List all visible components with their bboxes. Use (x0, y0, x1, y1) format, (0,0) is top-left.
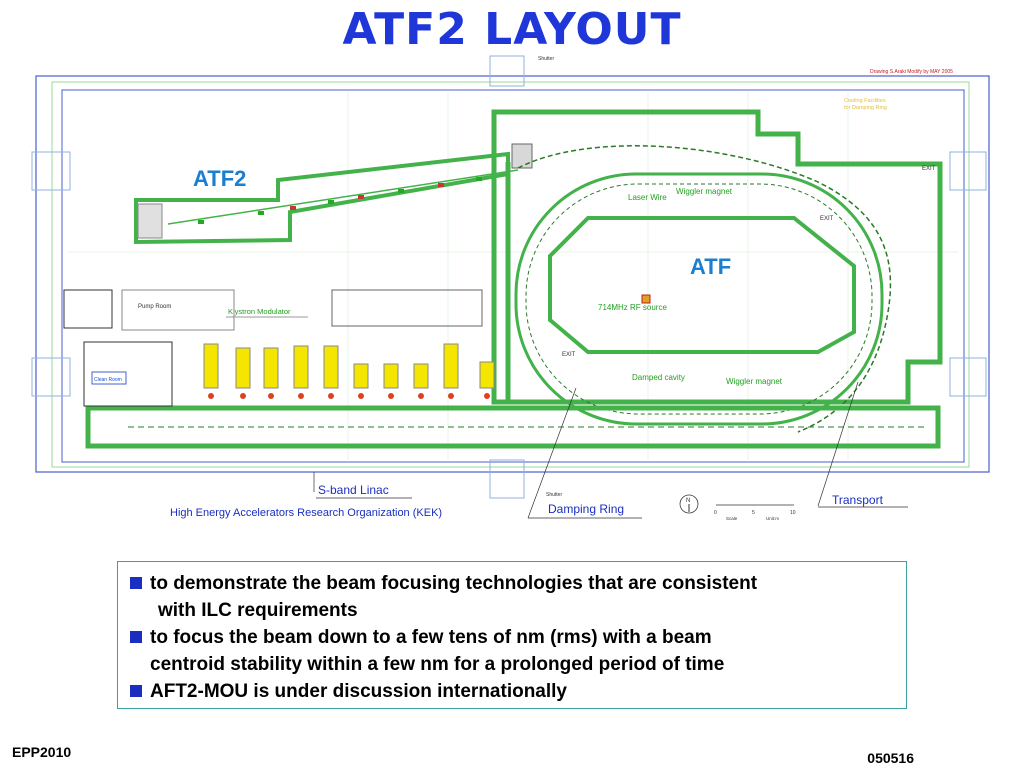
klystron-tubes (208, 393, 490, 399)
objective-bullet-2: to focus the beam down to a few tens of … (130, 624, 896, 678)
damping-ring-callout-leader (527, 387, 577, 519)
cooling-facilities-label: Cooling Facilities (844, 98, 886, 104)
site-boundary (51, 81, 970, 468)
building-outline-inner (61, 89, 965, 463)
drawing-credit: Drawing S.Araki Modify by MAY 2005 (870, 69, 953, 75)
damping-ring-outer (514, 172, 884, 426)
side-box-left-bottom (31, 357, 71, 397)
scale-tick-0: 0 (714, 510, 717, 516)
objective-2-line-2: centroid stability within a few nm for a… (150, 654, 725, 675)
rf-source-label: 714MHz RF source (598, 303, 667, 312)
atf-building-wall (491, 109, 943, 405)
damping-ring-inner-track (525, 183, 873, 415)
objective-2-line-1: to focus the beam down to a few tens of … (150, 627, 712, 648)
objective-1-line-2: with ILC requirements (158, 600, 358, 621)
klystron-modulators (203, 343, 495, 389)
atf2-beamline-magnets (198, 177, 482, 224)
page-title: ATF2 LAYOUT (342, 4, 682, 55)
shutter-box-top (489, 55, 525, 87)
bullet-square-icon (130, 685, 142, 697)
wiggler-magnet-top-label: Wiggler magnet (676, 187, 733, 196)
shutter-box-bottom (489, 459, 525, 499)
bullet-square-icon (130, 577, 142, 589)
pump-room-label: Pump Room (138, 304, 171, 310)
wiggler-magnet-bottom-label: Wiggler magnet (726, 377, 783, 386)
shutter-label-top: Shutter (538, 56, 554, 62)
atf2-layout-drawing: Shutter Shutter Drawing S.Araki Modify b… (31, 55, 990, 521)
atf-label: ATF (690, 254, 731, 279)
north-arrow (679, 494, 699, 514)
atf-corner-block (511, 143, 533, 169)
atf-inner-hall (548, 216, 856, 354)
atf2-label: ATF2 (193, 166, 246, 191)
scale-tick-5: 5 (752, 510, 755, 516)
shutter-label-bottom: Shutter (546, 492, 562, 498)
objective-3-line-1: AFT2-MOU is under discussion internation… (150, 681, 567, 702)
clean-room-area (83, 341, 173, 407)
footer-right-label: 050516 (867, 750, 914, 766)
clean-room-label: Clean Room (94, 377, 122, 383)
atf2-tunnel (134, 151, 510, 245)
pump-room-area (121, 289, 235, 331)
scale-word: Scale (726, 516, 738, 521)
side-box-right-top (949, 151, 987, 191)
service-room-center (331, 289, 483, 327)
transport-label: Transport (832, 493, 884, 507)
exit-label-2: EXIT (820, 216, 834, 222)
scale-tick-10: 10 (790, 510, 796, 516)
unit-word: Unit:m (766, 516, 779, 521)
pump-room-box (63, 289, 113, 329)
atf2-end-dump (137, 203, 163, 239)
exit-label-3: EXIT (562, 352, 576, 358)
footer-left-label: EPP2010 (12, 744, 72, 760)
cooling-for-damping-ring-label: for Damping Ring (844, 105, 887, 111)
atf2-beamline (167, 169, 519, 225)
objective-1-line-1: to demonstrate the beam focusing technol… (150, 573, 758, 594)
transport-line (517, 145, 892, 433)
damping-ring-label: Damping Ring (548, 502, 624, 516)
clean-room-box (91, 371, 127, 385)
exit-label-1: EXIT (922, 166, 936, 172)
building-outline-outer (35, 75, 990, 473)
transport-callout-leader (817, 381, 859, 507)
bullet-square-icon (130, 631, 142, 643)
north-label: N (686, 498, 690, 504)
objective-bullet-1: to demonstrate the beam focusing technol… (130, 570, 896, 624)
side-box-right-bottom (949, 357, 987, 397)
klystron-modulator-label: Klystron Modulator (228, 307, 291, 316)
organization-label: High Energy Accelerators Research Organi… (170, 507, 442, 519)
rf-source-marker (641, 294, 651, 304)
objective-bullet-3: AFT2-MOU is under discussion internation… (130, 678, 896, 705)
laser-wire-label: Laser Wire (628, 193, 667, 202)
s-band-linac-label: S-band Linac (318, 483, 389, 497)
side-box-left-top (31, 151, 71, 191)
linac-tunnel (85, 405, 941, 449)
objectives-box: to demonstrate the beam focusing technol… (117, 561, 907, 709)
damped-cavity-label: Damped cavity (632, 373, 685, 382)
